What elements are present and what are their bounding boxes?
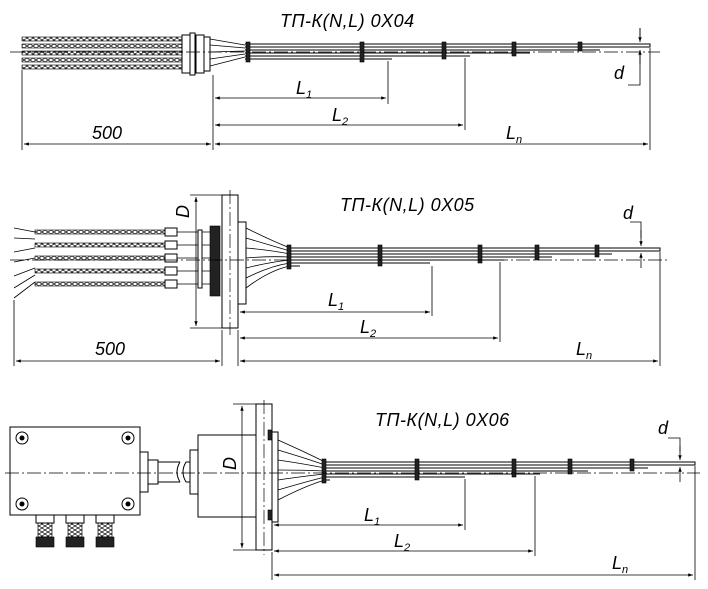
dim-500: 500: [16, 339, 220, 363]
dim-ln-label: L: [506, 123, 516, 143]
dim-l2-label: L: [332, 105, 342, 125]
svg-text:L2: L2: [360, 317, 376, 340]
dim-500-label: 500: [95, 339, 125, 359]
diagram-0x04: ТП-К(N,L) 0Х04: [10, 11, 660, 150]
dim-ln-label: L: [612, 553, 622, 573]
dim-flange-d: D: [173, 194, 222, 329]
dim-flange-d-label: D: [173, 205, 193, 218]
diagram-title: ТП-К(N,L) 0Х04: [280, 11, 415, 31]
dim-flange-d-label: D: [220, 457, 240, 470]
flange: [221, 190, 247, 335]
fan-wires: [277, 439, 326, 501]
dim-l2-sub: 2: [403, 542, 410, 554]
dim-l2: L2: [274, 531, 533, 554]
dim-d-label: d: [658, 418, 669, 438]
dim-d-label: d: [614, 63, 625, 83]
dim-ln-label: L: [576, 339, 586, 359]
conduit: [158, 449, 199, 495]
svg-text:L1: L1: [328, 290, 344, 313]
fan-wires: [245, 227, 291, 289]
dim-ln-sub: n: [586, 350, 592, 362]
svg-text:Ln: Ln: [576, 339, 592, 362]
dim-l1-label: L: [328, 290, 338, 310]
dim-l1-sub: 1: [338, 301, 344, 313]
svg-text:L2: L2: [332, 105, 348, 128]
dim-l1: L1: [215, 78, 386, 101]
lead-connectors: [164, 225, 221, 297]
dim-l2: L2: [240, 317, 498, 340]
dim-ln: Ln: [240, 339, 658, 363]
dim-d: d: [658, 418, 682, 482]
dim-l2-label: L: [394, 531, 404, 551]
dim-ln: Ln: [274, 553, 693, 577]
dim-ln: Ln: [215, 123, 648, 146]
dim-500: 500: [24, 123, 211, 146]
dim-d-label: d: [623, 203, 634, 223]
fan-wires: [209, 38, 246, 67]
diagram-0x06: ТП-К(N,L) 0Х06: [5, 400, 700, 580]
braided-leads: [21, 36, 183, 70]
dim-l1: L1: [274, 505, 463, 528]
dim-l2-label: L: [360, 317, 370, 337]
dim-500-label: 500: [92, 123, 122, 143]
sheath-bundle: [321, 458, 696, 484]
svg-text:Ln: Ln: [612, 553, 628, 576]
head-housing: [197, 403, 279, 551]
bundle-clamp: [181, 32, 211, 76]
diagram-title: ТП-К(N,L) 0Х06: [375, 410, 510, 430]
dim-d: d: [614, 28, 642, 86]
diagram-title: ТП-К(N,L) 0Х05: [340, 195, 475, 215]
dim-flange-d: D: [220, 403, 256, 551]
dim-d: d: [623, 203, 643, 268]
dim-l2: L2: [215, 105, 463, 128]
svg-text:Ln: Ln: [506, 123, 522, 146]
dim-l1-sub: 1: [306, 89, 312, 101]
dim-l1-label: L: [296, 78, 306, 98]
braided-leads: [13, 227, 166, 299]
dim-l1-label: L: [364, 505, 374, 525]
dim-l2-sub: 2: [341, 116, 348, 128]
sheath-bundle: [286, 244, 661, 270]
dim-l1-sub: 1: [374, 516, 380, 528]
svg-text:L1: L1: [364, 505, 380, 528]
dim-ln-sub: n: [516, 134, 522, 146]
diagram-0x05: ТП-К(N,L) 0Х05: [10, 190, 668, 366]
dim-l1: L1: [240, 290, 430, 314]
junction-box: [9, 426, 159, 548]
dim-ln-sub: n: [622, 564, 628, 576]
svg-text:L1: L1: [296, 78, 312, 101]
svg-text:L2: L2: [394, 531, 410, 554]
dim-l2-sub: 2: [369, 328, 376, 340]
